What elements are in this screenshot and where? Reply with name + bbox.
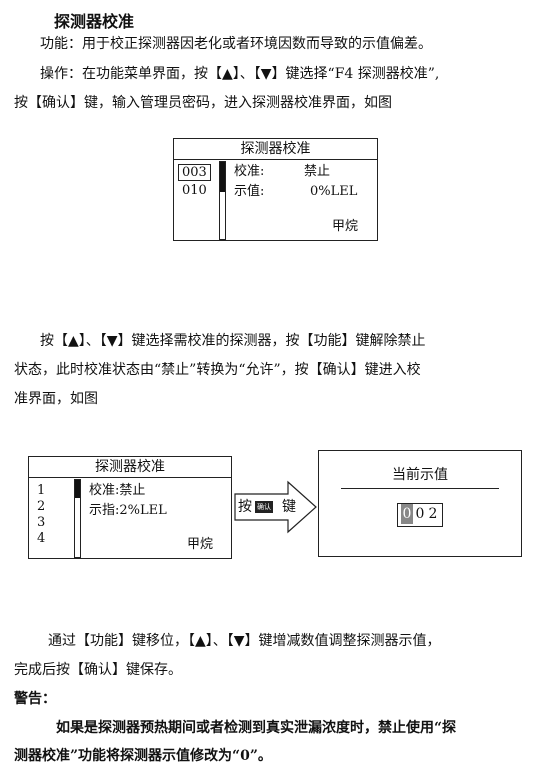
digit[interactable]: 0	[415, 506, 425, 522]
paragraph-2-line-3: 准界面，如图	[14, 391, 98, 407]
screen-1-scrollbar[interactable]	[219, 161, 226, 240]
detector-id[interactable]: 1	[37, 483, 46, 498]
warning-line-2: 测器校准”功能将探测器示值修改为“0”。	[14, 748, 272, 764]
detector-id-selected[interactable]: 003	[178, 164, 211, 181]
value-reading: 0%LEL	[310, 184, 358, 199]
gas-type: 甲烷	[332, 219, 359, 234]
digit-selected[interactable]: 0	[401, 504, 413, 524]
warning-line-1: 如果是探测器预热期间或者检测到真实泄漏浓度时，禁止使用“探	[56, 720, 457, 736]
status-label: 校准:	[234, 164, 265, 179]
paragraph-2-line-2: 状态，此时校准状态由“禁止”转换为“允许”，按【确认】键进入校	[14, 362, 421, 378]
value-input[interactable]: 0 0 2	[397, 503, 443, 527]
operation-line-2: 按【确认】键，输入管理员密码，进入探测器校准界面，如图	[14, 95, 392, 111]
paragraph-2-line-1: 按【▲】、【▼】键选择需校准的探测器，按【功能】键解除禁止	[40, 333, 426, 349]
status-value: 禁止	[304, 164, 331, 179]
screen-2-scrollbar[interactable]	[74, 479, 81, 558]
operation-line-1: 操作：在功能菜单界面，按【▲】、【▼】键选择“F4 探测器校准”,	[40, 66, 440, 82]
section-title: 探测器校准	[54, 12, 135, 31]
detector-id[interactable]: 010	[182, 183, 207, 198]
current-value-screen: 当前示值 0 0 2	[318, 450, 522, 557]
arrow-suffix: 键	[282, 499, 296, 515]
title-divider	[341, 488, 499, 489]
detector-id[interactable]: 3	[37, 515, 46, 530]
arrow-right-icon	[234, 480, 317, 534]
detector-id[interactable]: 4	[37, 531, 46, 546]
scrollbar-thumb[interactable]	[220, 162, 225, 192]
current-value-title: 当前示值	[392, 467, 448, 483]
calibration-screen-2: 探测器校准 1 2 3 4 校准:禁止 示指:2%LEL 甲烷	[28, 456, 232, 559]
paragraph-3-line-2: 完成后按【确认】键保存。	[14, 662, 182, 678]
calibration-screen-1: 探测器校准 003 010 校准: 禁止 示值: 0%LEL 甲烷	[173, 138, 378, 241]
screen-1-header: 探测器校准	[174, 139, 377, 160]
detector-id[interactable]: 2	[37, 499, 46, 514]
screen-2-header: 探测器校准	[29, 457, 231, 478]
gas-type: 甲烷	[187, 537, 214, 552]
arrow-prefix: 按	[238, 499, 252, 515]
value-line: 示指:2%LEL	[89, 503, 167, 518]
function-description: 功能：用于校正探测器因老化或者环境因数而导致的示值偏差。	[40, 36, 432, 52]
digit[interactable]: 2	[428, 506, 438, 522]
value-label: 示值:	[234, 184, 265, 199]
confirm-key-badge: 确认	[255, 501, 273, 513]
scrollbar-thumb[interactable]	[75, 480, 80, 498]
status-line: 校准:禁止	[89, 483, 146, 498]
warning-label: 警告：	[14, 691, 56, 707]
paragraph-3-line-1: 通过【功能】键移位，【▲】、【▼】键增减数值调整探测器示值，	[48, 633, 441, 649]
